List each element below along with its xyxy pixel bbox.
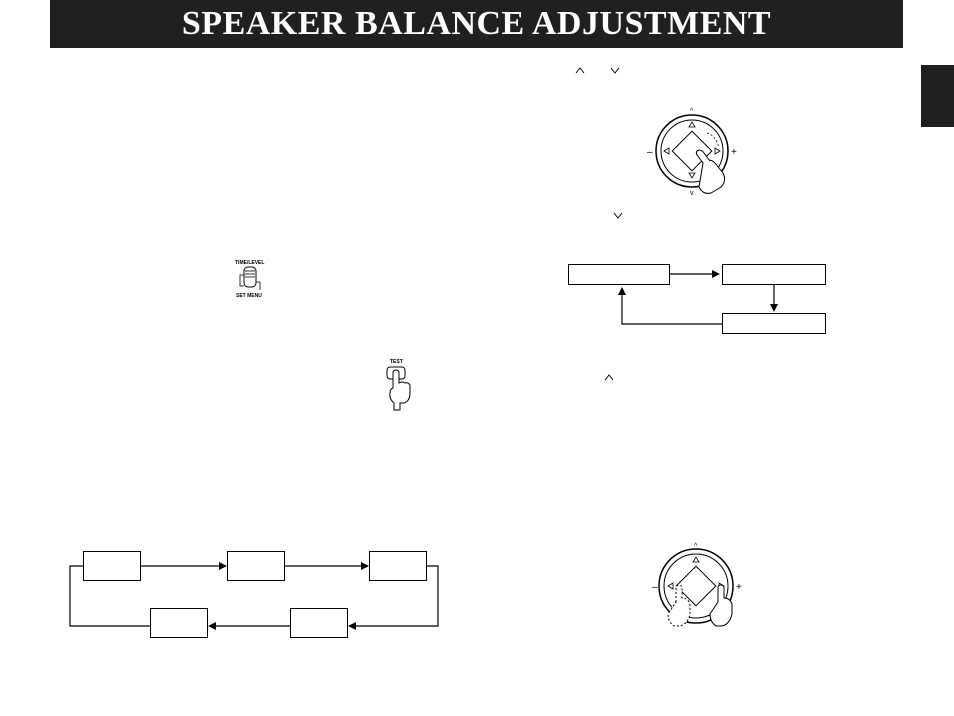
set-menu-label: SET MENU	[236, 293, 262, 299]
cycle-box-3	[369, 551, 427, 581]
svg-text:–: –	[647, 147, 653, 158]
cycle-box-2	[227, 551, 285, 581]
flow-box-1	[568, 264, 670, 285]
svg-text:v: v	[690, 190, 694, 197]
cycle-arrows	[69, 562, 439, 630]
svg-text:^: ^	[694, 543, 698, 550]
flow-box-3	[722, 313, 826, 334]
page-header: SPEAKER BALANCE ADJUSTMENT	[50, 0, 903, 48]
test-button-label: TEST	[390, 359, 403, 365]
cycle-box-1	[83, 551, 141, 581]
up-caret-icon	[604, 374, 614, 381]
down-caret-icon	[613, 212, 623, 219]
flow-box-2	[722, 264, 826, 285]
time-level-switch-icon	[239, 266, 261, 290]
section-tab-marker	[921, 65, 954, 127]
remote-dial-press-left-right-icon: – + ^	[652, 543, 742, 627]
down-caret-icon	[610, 67, 620, 74]
page-title: SPEAKER BALANCE ADJUSTMENT	[181, 5, 772, 42]
time-level-label: TIME/LEVEL	[235, 260, 265, 266]
flow-arrows	[618, 270, 778, 325]
svg-text:^: ^	[690, 108, 694, 115]
svg-text:+: +	[736, 582, 742, 593]
remote-dial-press-down-icon: – + ^ v	[647, 108, 737, 197]
cycle-box-5	[150, 608, 208, 638]
test-button-press-icon	[386, 366, 411, 411]
svg-text:+: +	[731, 147, 737, 158]
svg-text:–: –	[652, 582, 658, 593]
up-caret-icon	[575, 67, 585, 74]
cycle-box-4	[290, 608, 348, 638]
